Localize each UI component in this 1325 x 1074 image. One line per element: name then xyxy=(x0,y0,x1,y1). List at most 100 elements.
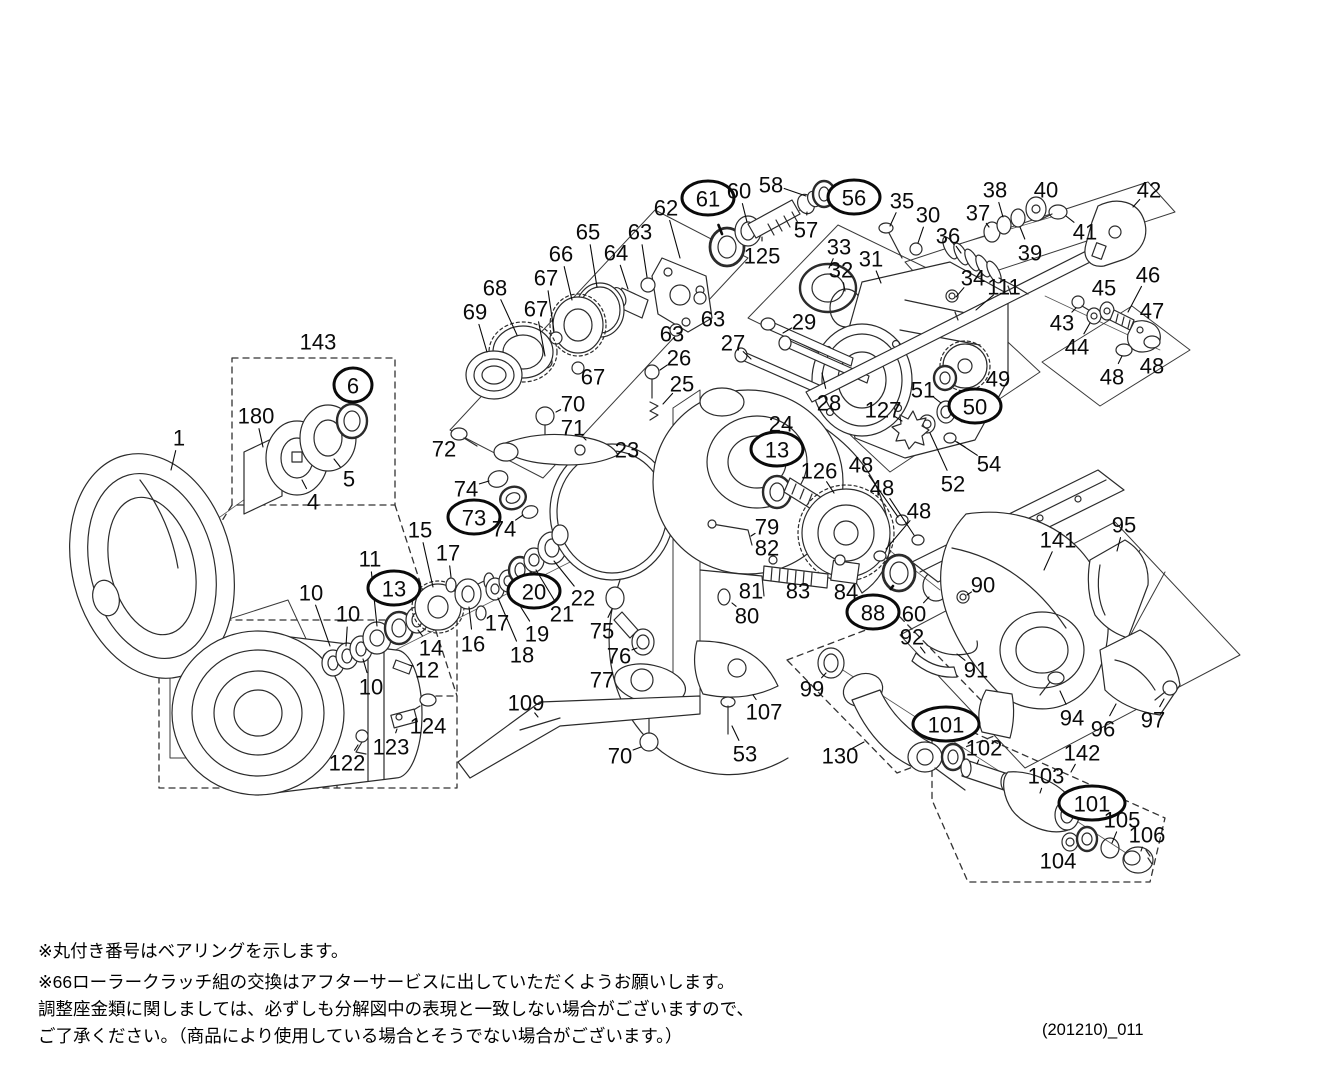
part-label-75: 75 xyxy=(590,619,614,644)
diagram-linework xyxy=(355,741,367,755)
part-label-67: 67 xyxy=(581,365,605,390)
footer-note-4: ご了承ください。（商品により使用している場合とそうでない場合がございます。） xyxy=(38,1026,683,1046)
leader-line xyxy=(976,759,980,765)
part-label-48: 48 xyxy=(1140,354,1164,379)
oscillation-drawing xyxy=(942,196,1147,295)
diagram-linework xyxy=(681,317,691,327)
part-label-70: 70 xyxy=(608,744,632,769)
leader-line xyxy=(750,532,756,537)
leader-line xyxy=(417,629,424,637)
leader-line xyxy=(826,481,835,494)
plate-62 xyxy=(651,257,713,333)
diagram-linework xyxy=(707,519,717,529)
part-label-99: 99 xyxy=(800,677,824,702)
diagram-linework xyxy=(1081,832,1093,846)
bearing-circle-101 xyxy=(1057,784,1127,822)
diagram-linework xyxy=(1115,313,1119,323)
part-label-27: 27 xyxy=(721,331,745,356)
part-label-122: 122 xyxy=(329,751,366,776)
leader-line xyxy=(783,187,807,197)
diagram-linework xyxy=(951,547,1067,629)
diagram-linework xyxy=(463,437,478,447)
footer-note-2: ※66ローラークラッチ組の交換はアフターサービスに出していただくようお願いします… xyxy=(38,972,735,992)
diagram-linework xyxy=(1123,850,1141,866)
diagram-linework xyxy=(291,451,303,463)
box-spool xyxy=(158,619,458,789)
leader-line xyxy=(889,212,897,227)
part-label-28: 28 xyxy=(817,391,841,416)
diagram-linework xyxy=(488,321,558,383)
shaft-125 xyxy=(747,199,801,239)
leader-line xyxy=(731,725,740,741)
leader-line xyxy=(1116,537,1122,552)
diagram-linework xyxy=(817,504,875,562)
part-label-31: 31 xyxy=(859,247,883,272)
diagram-linework xyxy=(706,415,808,509)
screw-70 xyxy=(535,406,555,426)
part-label-36: 36 xyxy=(936,224,960,249)
part-label-18: 18 xyxy=(510,643,534,668)
part-label-125: 125 xyxy=(744,244,781,269)
part-label-42: 42 xyxy=(1137,178,1161,203)
part-label-43: 43 xyxy=(1050,311,1074,336)
diagram-linework xyxy=(717,235,737,259)
diagram-linework xyxy=(778,568,781,583)
part-label-105: 105 xyxy=(1104,808,1141,833)
part-label-67: 67 xyxy=(534,266,558,291)
part-label-17: 17 xyxy=(436,541,460,566)
bearing-circle-101 xyxy=(911,705,981,743)
part-label-4: 4 xyxy=(307,490,319,515)
part-label-143: 143 xyxy=(300,330,337,355)
part-label-45: 45 xyxy=(1092,276,1116,301)
leader-line xyxy=(345,626,348,647)
part-label-54: 54 xyxy=(977,452,1001,477)
leader-line xyxy=(828,258,834,269)
leader-line xyxy=(889,584,895,591)
part-label-90: 90 xyxy=(971,573,995,598)
part-label-101: 101 xyxy=(1074,792,1111,817)
diagram-linework xyxy=(1103,307,1111,315)
diagram-linework xyxy=(1074,495,1082,503)
part-label-79: 79 xyxy=(755,515,779,540)
spring-25 xyxy=(649,401,659,421)
leader-line xyxy=(362,658,368,674)
diagram-linework xyxy=(1039,681,1051,696)
bearing-61 xyxy=(708,226,746,268)
diagram-linework xyxy=(1065,837,1075,847)
diagram-linework xyxy=(791,211,799,224)
screw-97 xyxy=(1162,680,1178,696)
diagram-linework xyxy=(823,653,839,673)
diagram-linework xyxy=(767,223,775,236)
diagram-linework xyxy=(481,365,507,385)
part-label-66: 66 xyxy=(549,242,573,267)
diagram-linework xyxy=(939,371,951,385)
part-label-106: 106 xyxy=(1129,823,1166,848)
diagram-linework xyxy=(473,358,515,392)
cap-106 xyxy=(1122,846,1154,874)
diagram-linework xyxy=(1108,225,1122,239)
part-label-92: 92 xyxy=(900,625,924,650)
diagram-linework xyxy=(663,267,673,277)
roller-76 xyxy=(631,628,655,656)
footer-note-3: 調整座金類に関しましては、必ずしも分解図中の表現と一致しない場合がございますので… xyxy=(38,999,754,1019)
leader-line xyxy=(1140,846,1143,852)
part-label-53: 53 xyxy=(733,742,757,767)
leader-line xyxy=(631,647,638,651)
leader-line xyxy=(449,565,452,578)
washer-38 xyxy=(996,215,1012,235)
leader-line xyxy=(1070,763,1076,773)
diagram-linework xyxy=(449,209,749,479)
footer-note-1: ※丸付き番号はベアリングを示します。 xyxy=(38,941,349,961)
clamp-42 xyxy=(1084,200,1147,267)
part-label-97: 97 xyxy=(1141,708,1165,733)
part-label-103: 103 xyxy=(1028,764,1065,789)
leader-line xyxy=(956,441,978,456)
leader-line xyxy=(535,569,556,602)
part-label-88: 88 xyxy=(861,601,885,626)
leader-line xyxy=(395,728,398,734)
plate-40 xyxy=(1025,196,1047,222)
leader-line xyxy=(333,458,341,468)
part-label-94: 94 xyxy=(1060,706,1084,731)
diagram-linework xyxy=(549,293,607,357)
